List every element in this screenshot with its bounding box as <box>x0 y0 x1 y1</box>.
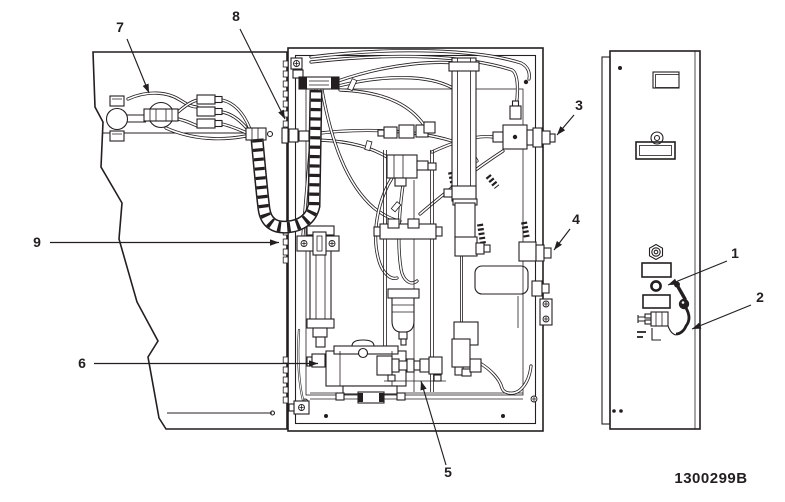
door-rivet-bottom-2 <box>619 409 623 413</box>
hose-assembly-7 <box>105 91 274 142</box>
wall-outline <box>92 51 288 430</box>
door-flange <box>601 56 611 425</box>
door-lock-upper <box>635 131 676 160</box>
callout-4-leader <box>553 228 571 251</box>
hose-t1 <box>221 99 251 130</box>
hose-top <box>127 92 198 108</box>
vertical-channel <box>443 57 480 202</box>
cable-tie-1 <box>347 78 358 92</box>
drain-valve <box>637 311 677 341</box>
callout-8-label: 8 <box>232 8 240 24</box>
door-panel <box>601 50 701 430</box>
callout-8-leader <box>239 28 286 120</box>
door-lock-lower <box>641 243 672 278</box>
callout-9-label: 9 <box>33 234 41 250</box>
left-cylinder <box>306 225 335 348</box>
valve-manifold <box>377 121 437 187</box>
callout-3-leader <box>556 114 575 136</box>
hose-arc-5 <box>338 88 426 127</box>
corner-elbow-fitting <box>290 57 304 79</box>
callouts-layer: 1 2 3 4 5 6 7 8 9 <box>33 8 764 480</box>
hose-bulkhead-manifold <box>311 139 388 158</box>
crossbar-couplers <box>373 218 443 240</box>
panel-screw-bottom-right <box>501 414 505 418</box>
callout-7-label: 7 <box>116 19 124 35</box>
door-label-top <box>652 71 680 89</box>
hose-bottom <box>165 127 247 140</box>
label-plate-inner <box>474 265 529 295</box>
hose-arc-1 <box>310 49 531 80</box>
hose-loop-2 <box>398 177 418 284</box>
hinge-bottom-valve <box>288 400 310 415</box>
callout-4-label: 4 <box>572 211 580 227</box>
hose-down-1 <box>321 89 401 222</box>
bulkhead-fitting-4 <box>518 241 552 262</box>
hose-t3 <box>221 123 248 134</box>
cabinet-interior <box>281 49 556 415</box>
figure-number: 1300299B <box>674 470 747 487</box>
callout-1-label: 1 <box>731 245 739 261</box>
hose-arc-5 <box>339 89 425 126</box>
screw-bottom-right <box>530 395 538 403</box>
cable-tie-3 <box>390 201 402 213</box>
callout-3-label: 3 <box>575 97 583 113</box>
hinge-bracket <box>296 231 340 256</box>
frame-rails <box>383 150 434 392</box>
spring-guard-3 <box>521 221 530 240</box>
hose-arc-2 <box>310 55 519 107</box>
door-rivet-bottom-1 <box>612 409 616 413</box>
wall-floor-screw <box>269 410 276 416</box>
cross-fitting <box>105 95 146 142</box>
tube-hinge-down <box>297 329 304 401</box>
hose-loop-1 <box>374 177 398 280</box>
door-rivet-top <box>618 66 622 70</box>
callout-5-label: 5 <box>444 464 452 480</box>
filter-regulator <box>387 288 420 346</box>
door-plate-lower <box>642 294 671 309</box>
spring-guard-4 <box>485 174 500 189</box>
cable-tie-2 <box>364 140 373 152</box>
hinge-strip <box>282 60 289 404</box>
callout-1-leader <box>667 260 728 286</box>
right-wall-fittings <box>531 280 553 326</box>
cylinder-assembly-5 <box>376 338 471 382</box>
conduit-clamp <box>298 76 340 90</box>
callout-6-label: 6 <box>78 355 86 371</box>
top-arc-connector <box>509 100 522 120</box>
hose-bottom-right-loop <box>477 361 532 394</box>
door-handle-2 <box>674 281 691 336</box>
wall-panel <box>92 51 288 430</box>
door-face <box>609 50 701 430</box>
callout-2-leader <box>691 304 752 330</box>
conduit-entry-fitting <box>245 127 274 141</box>
callout-7-leader <box>126 38 150 94</box>
callout-5-leader <box>420 380 447 466</box>
panel-screw-bottom-left <box>324 414 328 418</box>
inline-gauge <box>143 101 179 129</box>
tee-manifold <box>196 94 223 129</box>
panel-screw-top-right <box>523 79 529 85</box>
washer-1 <box>650 280 662 292</box>
solenoid-block-3 <box>492 124 556 150</box>
spiral-wrap-conduit <box>257 76 340 227</box>
callout-2-label: 2 <box>756 289 764 305</box>
